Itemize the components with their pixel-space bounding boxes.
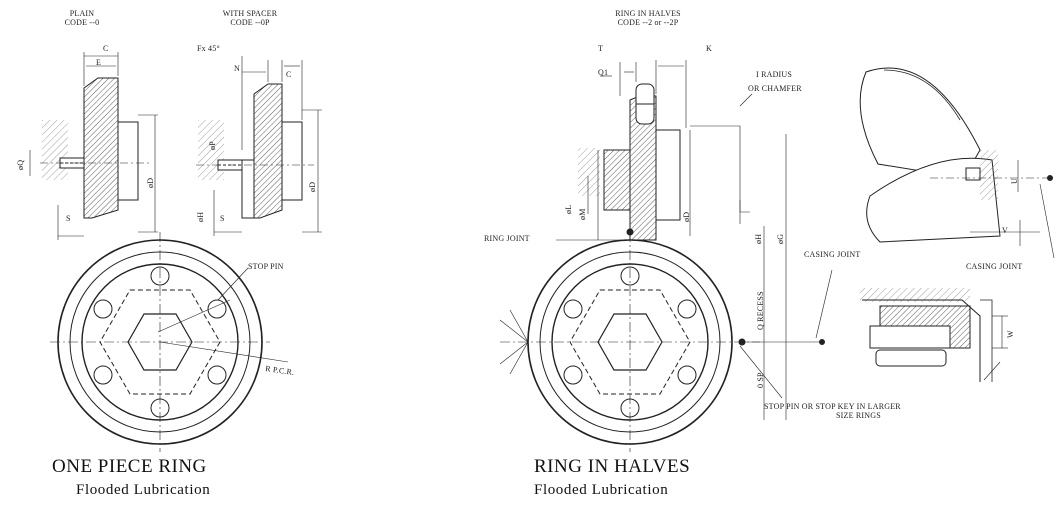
- dim-s-spacer: S: [220, 214, 225, 223]
- q-recess-label: Q RECESS: [756, 291, 765, 330]
- dim-k: K: [706, 44, 712, 53]
- spacer-code: CODE --0P: [230, 18, 270, 27]
- stop-key-label-2: SIZE RINGS: [836, 411, 881, 420]
- halves-section-view: [578, 60, 787, 420]
- zero-sp-label: 0 SP: [756, 372, 765, 388]
- one-piece-lubrication: Flooded Lubrication: [76, 482, 211, 498]
- dim-h-halves: øH: [754, 233, 763, 244]
- halves-lubrication: Flooded Lubrication: [534, 482, 669, 498]
- pad-casing-detail: [859, 67, 1055, 259]
- chamfer-label: OR CHAMFER: [748, 84, 802, 93]
- plain-section-view: [29, 52, 158, 240]
- dim-chamfer: Fx 45°: [197, 44, 220, 53]
- ring-in-halves-title: RING IN HALVES: [534, 456, 691, 477]
- spacer-section-view: [196, 56, 322, 236]
- casing-joint-detail: [860, 288, 1008, 382]
- dim-p: øP: [208, 141, 217, 150]
- plain-code: CODE --0: [64, 18, 100, 27]
- dim-c-plain: C: [103, 44, 109, 53]
- dim-n: N: [234, 64, 240, 73]
- dim-d-plain: øD: [146, 177, 155, 188]
- ring-joint-label: RING JOINT: [484, 234, 530, 243]
- casing-joint-label-2: CASING JOINT: [966, 262, 1023, 271]
- dim-q1: Q1: [598, 68, 609, 77]
- one-piece-ring-title: ONE PIECE RING: [52, 456, 207, 477]
- one-piece-ring-view: [50, 232, 289, 452]
- dim-m: øM: [578, 208, 587, 220]
- dim-d-halves: øD: [682, 211, 691, 222]
- dim-u: U: [1010, 178, 1019, 184]
- dim-w: W: [1006, 330, 1015, 338]
- dim-c-spacer: C: [286, 70, 292, 79]
- radius-label: I RADIUS: [756, 70, 793, 79]
- halves-title: RING IN HALVES: [615, 9, 681, 18]
- ring-in-halves-view: [499, 228, 833, 452]
- dim-t: T: [598, 44, 604, 53]
- dim-h-spacer: øH: [196, 211, 205, 222]
- stop-pin-label: STOP PIN: [248, 262, 284, 271]
- dim-g: øG: [776, 233, 785, 244]
- dim-q: øQ: [16, 159, 25, 170]
- stop-key-label-1: STOP PIN OR STOP KEY IN LARGER: [764, 402, 901, 411]
- dim-e: E: [96, 58, 102, 67]
- plain-title: PLAIN: [69, 9, 95, 18]
- dim-v: V: [1002, 226, 1008, 235]
- casing-joint-label-1: CASING JOINT: [804, 250, 861, 259]
- dim-d-spacer: øD: [308, 181, 317, 192]
- halves-code: CODE --2 or --2P: [617, 18, 679, 27]
- spacer-title: WITH SPACER: [222, 9, 278, 18]
- dim-s-plain: S: [66, 214, 71, 223]
- dim-l: øL: [564, 204, 573, 214]
